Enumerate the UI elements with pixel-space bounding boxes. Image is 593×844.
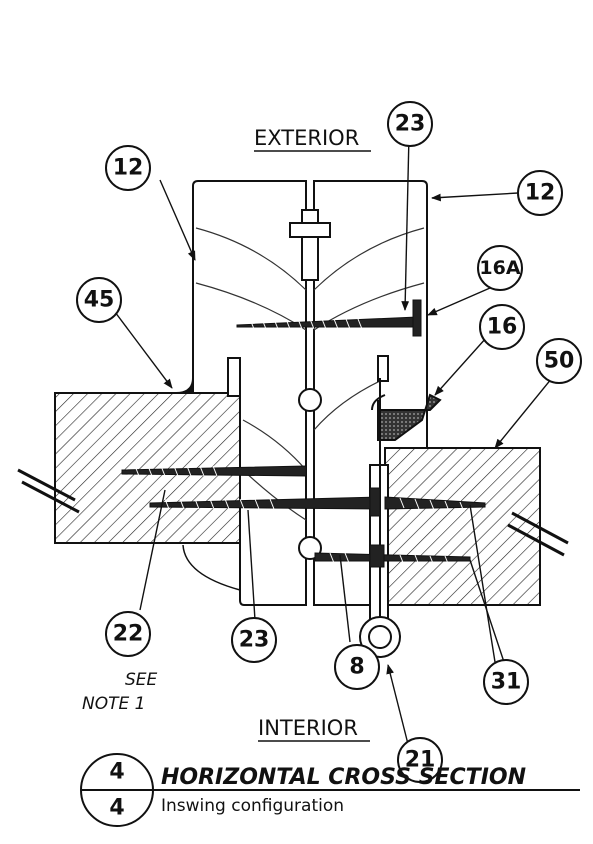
weatherstrip: [377, 393, 442, 441]
callout-8: 8: [334, 644, 380, 690]
note-line-2: NOTE 1: [82, 694, 145, 714]
swing-arc: [182, 544, 241, 591]
leader-lines: [114, 134, 553, 753]
interior-label: INTERIOR: [258, 716, 358, 740]
note-line-1: SEE: [125, 670, 158, 690]
callout-21: 21: [397, 737, 443, 783]
svg-text:21: 21: [405, 748, 436, 773]
callout-22: 22: [105, 611, 151, 657]
wall-right: [384, 447, 541, 606]
section-marker: 4 4: [80, 753, 580, 827]
frame-profile-left: [192, 180, 307, 606]
section-marker-top: 4: [109, 760, 124, 785]
svg-text:12: 12: [113, 156, 144, 181]
svg-text:16A: 16A: [479, 257, 520, 279]
svg-text:50: 50: [544, 349, 575, 374]
callout-16a: 16A: [477, 245, 523, 291]
hinge-pin: [359, 616, 401, 658]
svg-text:16: 16: [487, 315, 518, 340]
svg-text:45: 45: [84, 288, 115, 313]
callout-16: 16: [479, 304, 525, 350]
callout-23-top: 23: [387, 101, 433, 147]
callout-12-right: 12: [517, 170, 563, 216]
screw-threads: [134, 318, 465, 567]
stop-fins: [227, 355, 389, 397]
svg-text:22: 22: [113, 622, 144, 647]
screws: [121, 299, 486, 568]
break-symbol-left: [17, 468, 80, 514]
break-symbol-right: [507, 511, 569, 557]
callout-31: 31: [483, 659, 529, 705]
callout-12-left: 12: [105, 145, 151, 191]
callout-45: 45: [76, 277, 122, 323]
callout-50: 50: [536, 338, 582, 384]
diagram-title: HORIZONTAL CROSS SECTION: [161, 765, 526, 790]
exterior-label: EXTERIOR: [254, 126, 359, 150]
section-marker-bottom: 4: [109, 796, 124, 821]
svg-text:31: 31: [491, 670, 522, 695]
callout-23-bottom: 23: [231, 617, 277, 663]
svg-text:12: 12: [525, 181, 556, 206]
svg-text:8: 8: [349, 655, 364, 680]
svg-text:23: 23: [395, 112, 426, 137]
svg-text:23: 23: [239, 628, 270, 653]
diagram-subtitle: Inswing configuration: [161, 796, 344, 816]
sealant-bead: [175, 377, 194, 394]
